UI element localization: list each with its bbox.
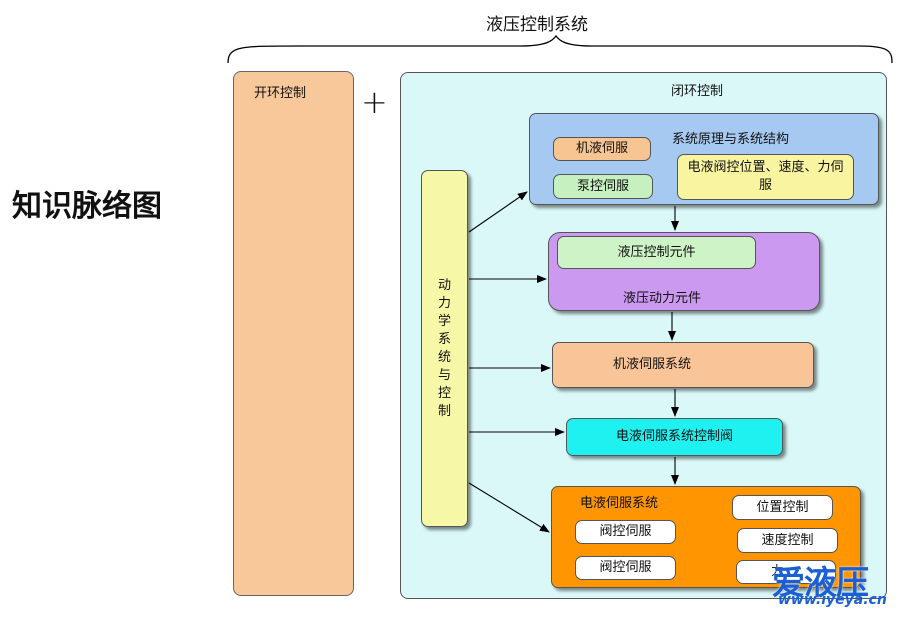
control-components-box: 液压控制元件	[557, 236, 756, 269]
valve-servo-box-2: 阀控伺服	[575, 556, 676, 580]
servo-valve-box: 电液伺服系统控制阀	[566, 418, 783, 456]
speed-control-box: 速度控制	[737, 528, 838, 553]
knowledge-map-title: 知识脉络图	[12, 189, 162, 224]
ehs-desc-label: 电液阀控位置、速度、力伺服	[687, 160, 844, 193]
open-loop-panel: 开环控制	[233, 71, 354, 596]
ehs-system-title: 电液伺服系统	[580, 496, 659, 511]
top-brace	[227, 34, 893, 64]
plus-sign: +	[361, 83, 388, 121]
watermark-url: www.iyeya.cn	[778, 592, 887, 608]
system-title: 液压控制系统	[486, 15, 588, 35]
principle-title: 系统原理与系统结构	[672, 132, 790, 147]
dynamics-label: 动力学系统与控制	[437, 277, 451, 419]
force-control-box: 力	[736, 560, 836, 584]
mech-servo-system-box: 机液伺服系统	[552, 342, 814, 388]
watermark-brand: 爱液压	[772, 563, 869, 602]
mech-servo-box: 机液伺服	[553, 137, 651, 161]
closed-loop-label: 闭环控制	[671, 84, 724, 99]
dynamics-box: 动力学系统与控制	[421, 170, 468, 527]
arrow-dyn-to-principle	[468, 191, 528, 233]
position-control-box: 位置控制	[732, 495, 833, 520]
ehs-desc-box: 电液阀控位置、速度、力伺服	[677, 154, 854, 200]
pump-servo-box: 泵控伺服	[553, 174, 653, 199]
valve-servo-box-1: 阀控伺服	[575, 520, 676, 544]
arrow-dyn-to-ehs	[468, 482, 550, 533]
open-loop-label: 开环控制	[254, 86, 307, 101]
power-components-label: 液压动力元件	[623, 291, 702, 306]
force-control-label: 力	[771, 564, 785, 580]
